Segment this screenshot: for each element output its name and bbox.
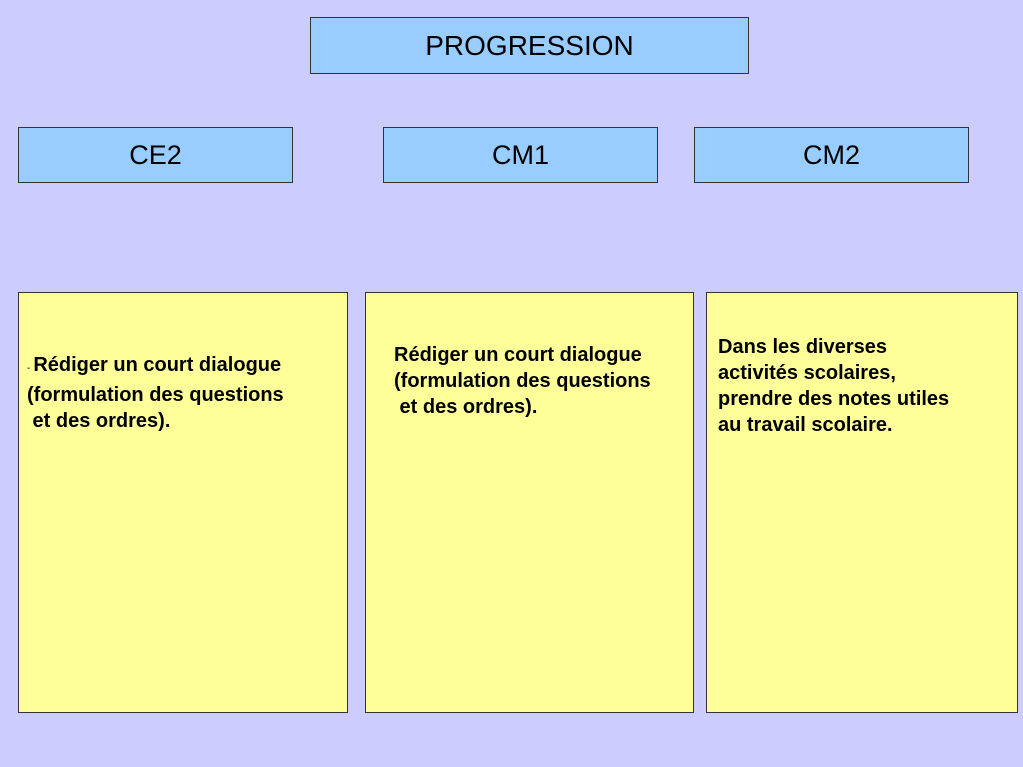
level-header-cm2: CM2 [694, 127, 969, 183]
bullet-dash: - [27, 363, 31, 374]
content-text-ce2-wrapper: -Rédiger un court dialogue (formulation … [27, 352, 284, 434]
page-title: PROGRESSION [425, 29, 634, 61]
level-header-cm1: CM1 [383, 127, 658, 183]
content-box-ce2: -Rédiger un court dialogue (formulation … [18, 292, 348, 713]
level-header-ce2: CE2 [18, 127, 293, 183]
content-text-cm2: Dans les diverses activités scolaires, p… [718, 336, 950, 436]
level-label-cm1: CM1 [491, 139, 549, 170]
content-text-ce2: Rédiger un court dialogue (formulation d… [27, 354, 284, 432]
content-box-cm1: Rédiger un court dialogue (formulation d… [365, 292, 694, 713]
content-box-cm2: Dans les diverses activités scolaires, p… [706, 292, 1018, 713]
page-title-box: PROGRESSION [310, 17, 749, 74]
content-text-cm1: Rédiger un court dialogue (formulation d… [394, 344, 651, 418]
level-label-ce2: CE2 [129, 139, 182, 170]
level-label-cm2: CM2 [802, 139, 860, 170]
